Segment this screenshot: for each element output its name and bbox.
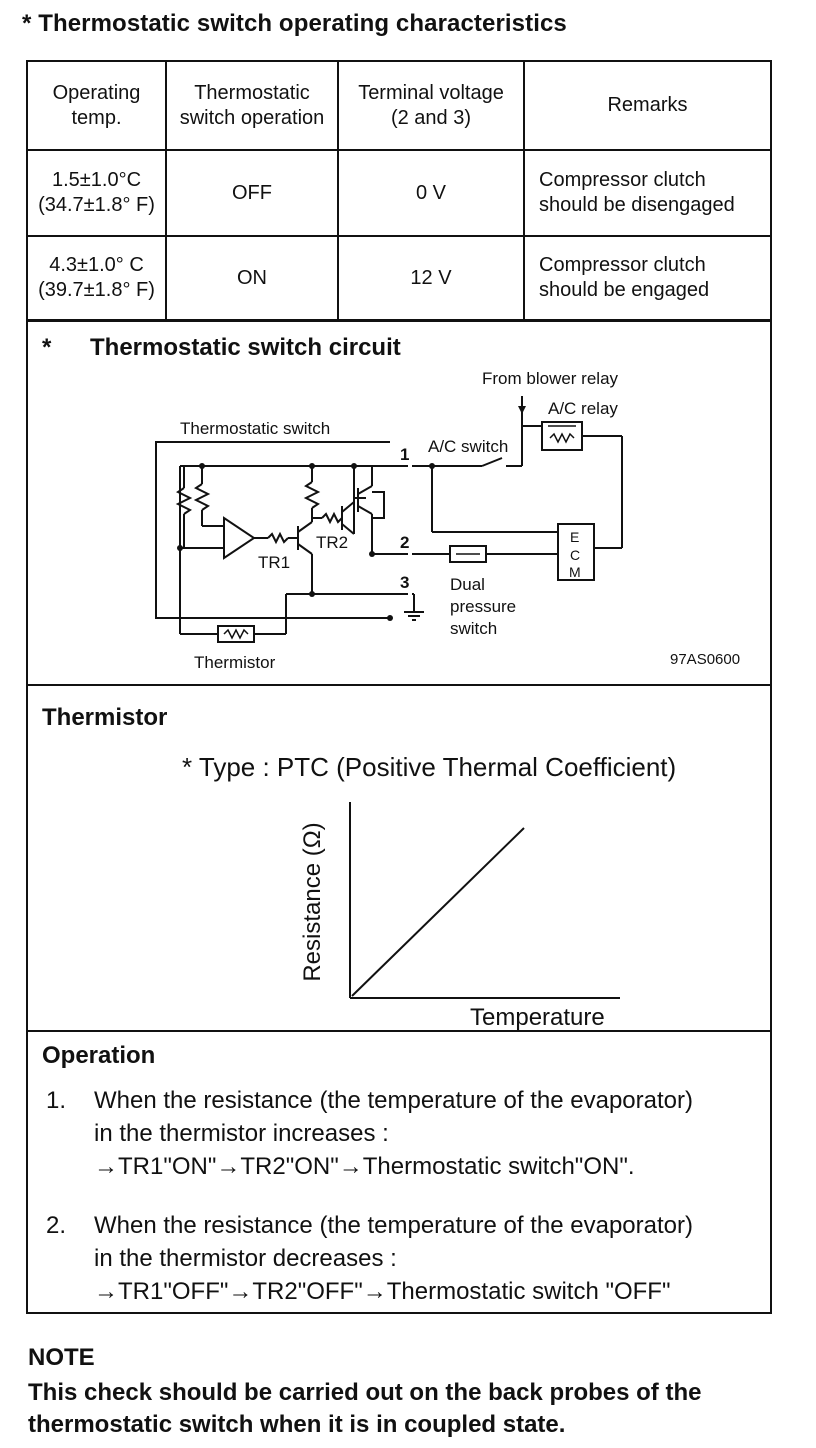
operation-title: Operation [42,1042,156,1069]
table-row: 1.5±1.0°C(34.7±1.8° F) OFF 0 V Compresso… [28,149,770,237]
label-terminal-3: 3 [400,573,409,592]
circuit-diagram: From blower relay A/C relay Thermostatic… [155,369,740,672]
label-tr2: TR2 [316,533,348,552]
label-thermistor: Thermistor [194,653,276,672]
graph-xlabel: Temperature [470,1004,605,1030]
thermistor-section: Thermistor * Type : PTC (Positive Therma… [28,684,770,1032]
graph-ylabel: Resistance (Ω) [299,822,326,981]
label-from-blower-relay: From blower relay [482,369,619,388]
label-dual: Dual [450,575,485,594]
note-text: This check should be carried out on the … [28,1379,702,1438]
cell-operation: OFF [165,149,339,237]
ptc-graph: Resistance (Ω) Temperature [299,802,620,1030]
header-remarks: Remarks [523,62,770,151]
label-tr1: TR1 [258,553,290,572]
note-label: NOTE [28,1344,95,1371]
label-pressure: pressure [450,597,516,616]
label-switch: switch [450,619,497,638]
label-ac-relay: A/C relay [548,399,618,418]
cell-operation: ON [165,235,339,321]
circuit-bullet: * [42,334,52,361]
operation-number: 1. [46,1087,67,1114]
label-ac-switch: A/C switch [428,437,508,456]
label-ecm-c: C [570,547,580,563]
label-terminal-1: 1 [400,445,409,464]
cell-voltage: 12 V [337,235,525,321]
thermistor-type-line: * Type : PTC (Positive Thermal Coefficie… [182,752,677,782]
circuit-section: * Thermostatic switch circuit [28,320,770,686]
ptc-line [351,827,525,997]
operation-line: →TR1"ON"→TR2"ON"→Thermostatic switch"ON"… [94,1153,635,1180]
table-row: 4.3±1.0° C(39.7±1.8° F) ON 12 V Compress… [28,235,770,321]
figure-code: 97AS0600 [670,651,740,668]
operation-line: When the resistance (the temperature of … [94,1212,693,1239]
label-ecm-m: M [569,564,581,580]
operation-line: in the thermistor increases : [94,1120,389,1147]
label-terminal-2: 2 [400,533,409,552]
page-heading: * Thermostatic switch operating characte… [22,10,567,37]
cell-temp: 1.5±1.0°C(34.7±1.8° F) [28,149,167,237]
operation-section: Operation 1. When the resistance (the te… [28,1030,770,1314]
operation-number: 2. [46,1212,67,1239]
thermistor-title: Thermistor [42,704,168,731]
label-thermostatic-switch: Thermostatic switch [180,419,330,438]
label-ecm-e: E [570,529,579,545]
operation-line: When the resistance (the temperature of … [94,1087,693,1114]
header-terminal-voltage: Terminal voltage(2 and 3) [337,62,525,151]
cell-temp: 4.3±1.0° C(39.7±1.8° F) [28,235,167,321]
operation-line: in the thermistor decreases : [94,1245,397,1272]
operation-line: →TR1"OFF"→TR2"OFF"→Thermostatic switch "… [94,1278,671,1305]
cell-voltage: 0 V [337,149,525,237]
circuit-title: Thermostatic switch circuit [90,334,401,361]
